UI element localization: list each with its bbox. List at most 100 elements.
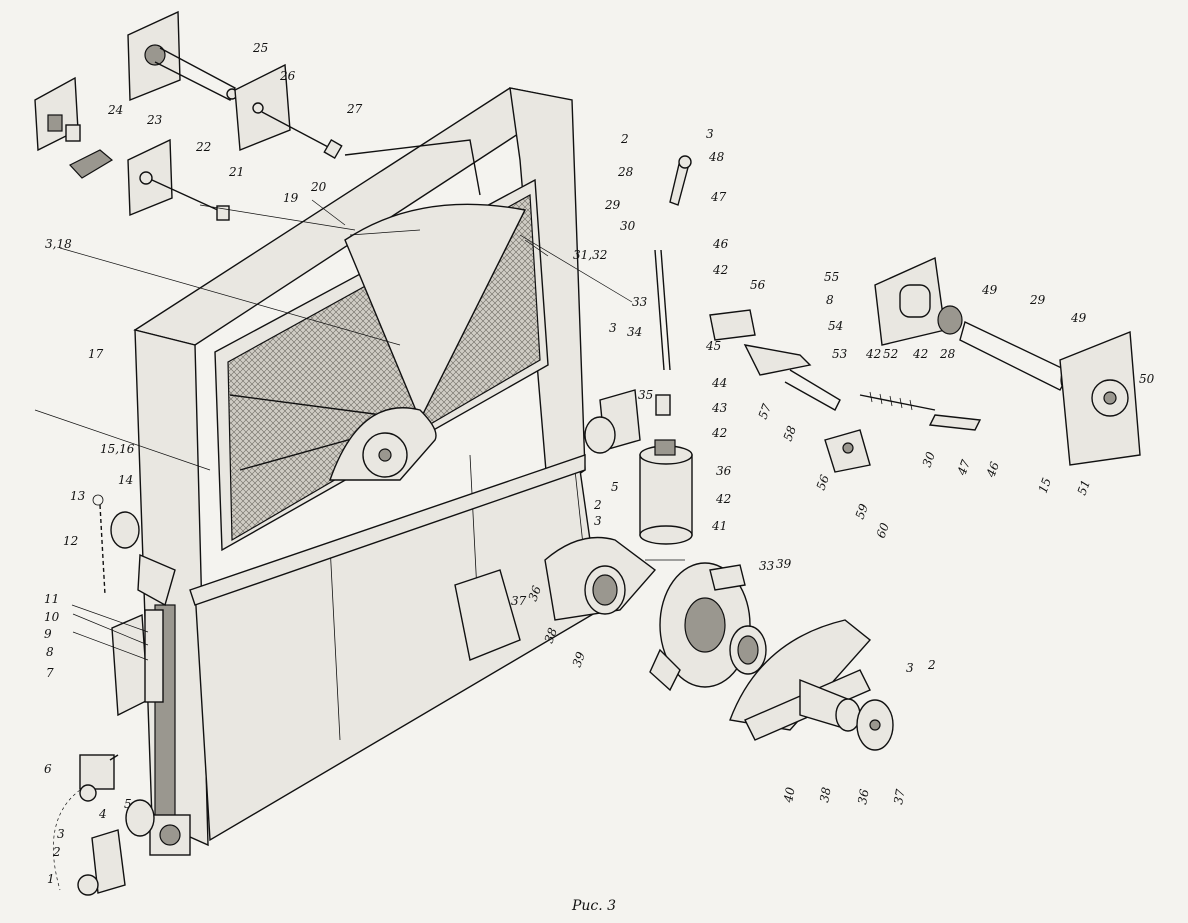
flange-35 [584,389,641,454]
part-label: 54 [828,319,843,333]
part-label: 2 [927,658,936,672]
part-label: 23 [146,113,163,127]
spring-52 [859,391,982,431]
part-label: 29 [604,198,621,212]
part-label: 47 [954,458,973,478]
part-label: 2 [620,132,629,146]
part-label: 17 [88,347,104,361]
part-label: 15 [1036,476,1054,495]
part-label: 15,16 [100,442,135,456]
part-label: 42 [912,347,928,361]
mount-bracket-24 [34,76,81,152]
part-label: 13 [70,489,86,503]
part-label: 28 [939,347,956,361]
part-label: 49 [1070,311,1087,325]
part-label: 30 [620,219,636,233]
ring-39 [729,625,767,675]
part-label: 1 [47,872,55,886]
part-labels: 1 2 3 4 5 6 7 8 9 10 11 12 13 14 15,16 1… [44,41,1155,886]
part-label: 44 [711,376,727,390]
lever-57-58 [709,309,841,411]
mount-bracket-27 [234,63,343,160]
part-label: 5 [124,797,132,811]
part-label: 59 [853,502,872,521]
part-label: 3 [906,661,914,675]
part-label: 29 [1029,293,1046,307]
part-label: 3,18 [45,237,72,251]
part-label: 7 [46,666,54,680]
mount-bracket-25 [127,10,238,102]
valve-36-41 [639,439,693,545]
part-label: 27 [346,102,363,116]
part-label: 47 [710,190,727,204]
part-label: 49 [981,283,998,297]
part-label: 52 [883,347,898,361]
part-label: 38 [817,786,834,804]
part-label: 3 [594,514,602,528]
part-label: 30 [920,450,939,469]
part-label: 46 [983,460,1002,480]
part-label: 55 [824,270,839,284]
fan-disc-33 [649,562,751,692]
part-label: 38 [542,626,561,645]
part-label: 9 [44,627,52,641]
chain-12 [92,494,106,596]
part-label: 19 [283,191,299,205]
leader-lines [34,199,685,661]
part-label: 42 [715,492,731,506]
part-label: 25 [252,41,268,55]
cowl-38-39 [544,536,657,621]
shaft-45 [654,249,671,416]
part-label: 4 [98,807,107,821]
part-label: 51 [1075,478,1093,497]
figure-caption: Рис. 3 [571,898,617,914]
cowl-40 [729,619,872,741]
part-label: 46 [712,237,729,251]
part-label: 33 [759,559,775,573]
part-label: 28 [617,165,634,179]
part-label: 35 [638,388,653,402]
part-label: 3 [706,127,714,141]
part-label: 20 [310,180,327,194]
part-label: 22 [195,140,211,154]
part-label: 24 [107,103,123,117]
part-label: 26 [279,69,296,83]
part-label: 36 [855,788,872,806]
part-label: 37 [511,594,527,608]
bracket-56 [824,429,871,473]
part-label: 2 [593,498,602,512]
part-label: 12 [63,534,78,548]
part-label: 43 [711,401,728,415]
part-label: 2 [52,845,61,859]
part-label: 40 [781,786,798,805]
part-label: 10 [44,610,60,624]
part-label: 60 [874,521,893,540]
part-label: 42 [712,263,728,277]
part-label: 50 [1139,372,1155,386]
plate-4 [53,789,155,896]
part-label: 34 [627,325,642,339]
part-label: 42 [865,347,881,361]
part-label: 21 [228,165,244,179]
part-label: 8 [46,645,54,659]
part-label: 56 [750,278,766,292]
part-label: 8 [826,293,834,307]
part-label: 53 [832,347,848,361]
part-label: 48 [708,150,725,164]
part-label: 37 [891,788,908,806]
drain-cock-6 [79,754,119,802]
part-label: 36 [716,464,732,478]
part-label: 57 [756,402,775,421]
hinge-9-10 [111,609,164,717]
part-label: 56 [814,473,833,492]
radiator-frame [133,87,601,856]
lever-48 [669,155,692,206]
part-label: 3 [57,827,65,841]
part-label: 42 [711,426,727,440]
part-label: 31,32 [573,248,607,262]
part-label: 14 [118,473,133,487]
part-label: 3 [609,321,617,335]
part-label: 11 [44,592,59,606]
part-label: 33 [632,295,648,309]
